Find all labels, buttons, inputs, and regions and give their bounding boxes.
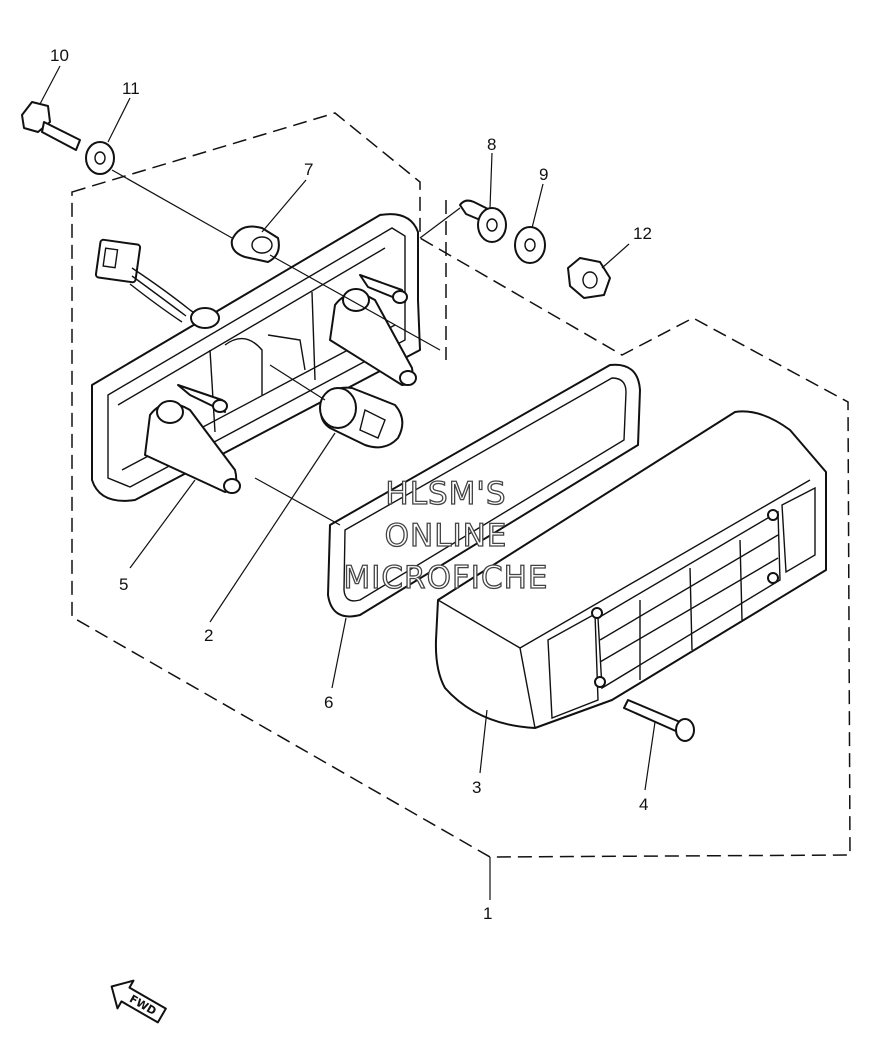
- mounting-bolt: [21, 101, 81, 151]
- callout-labels: 1 2 3 4 5 6 7 8 9 10 11 12: [50, 46, 652, 923]
- assembly-boundary: [71, 112, 851, 858]
- watermark-line-3: MICROFICHE: [344, 560, 549, 596]
- collar: [459, 199, 507, 243]
- watermark: HLSM'S ONLINE MICROFICHE: [343, 475, 549, 596]
- lamp-housing: [91, 213, 421, 502]
- callout-11: 11: [122, 79, 140, 98]
- gasket: [327, 363, 641, 618]
- forward-arrow: FWD: [110, 979, 167, 1024]
- washer-left: [85, 141, 115, 175]
- callout-9: 9: [539, 165, 548, 184]
- flange-nut: [567, 257, 611, 299]
- watermark-line-1: HLSM'S: [385, 476, 506, 512]
- assembly-lines: [111, 169, 461, 526]
- washer-right: [514, 226, 546, 264]
- callout-leaders: [39, 65, 656, 900]
- callout-4: 4: [639, 795, 648, 814]
- bulb: [319, 386, 404, 449]
- callout-12: 12: [633, 224, 652, 243]
- watermark-line-2: ONLINE: [385, 518, 508, 554]
- wiring-harness: [94, 238, 220, 329]
- grommet: [230, 225, 280, 263]
- lens-screw: [623, 699, 695, 742]
- callout-3: 3: [472, 778, 481, 797]
- callout-5: 5: [119, 575, 128, 594]
- lens: [434, 410, 827, 729]
- callout-8: 8: [487, 135, 496, 154]
- callout-10: 10: [50, 46, 69, 65]
- callout-6: 6: [324, 693, 333, 712]
- callout-1: 1: [483, 904, 492, 923]
- callout-7: 7: [304, 160, 313, 179]
- callout-2: 2: [204, 626, 213, 645]
